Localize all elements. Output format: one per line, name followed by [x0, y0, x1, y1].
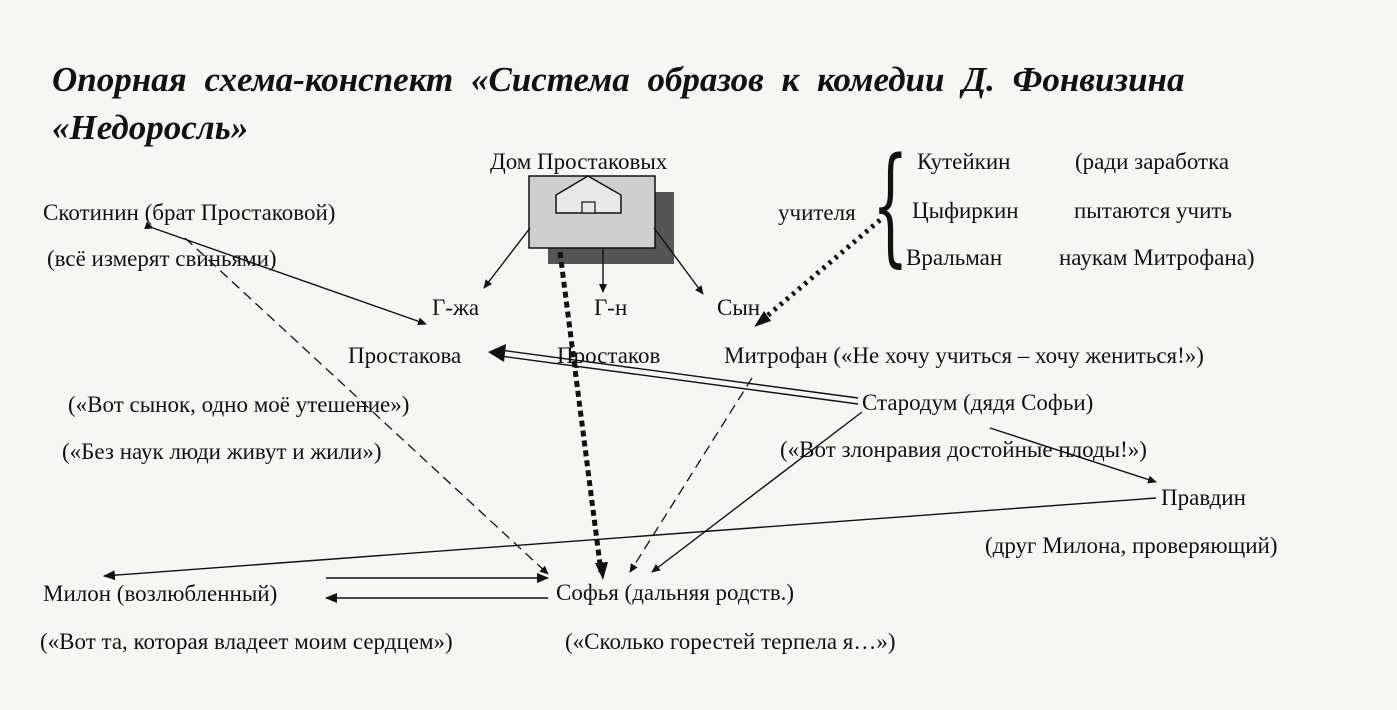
sofya-quote: («Сколько горестей терпела я…»): [565, 629, 896, 654]
teacher-name-3: Вральман: [906, 245, 1003, 270]
pravdin-label: Правдин: [1161, 485, 1246, 510]
title-line-1: Опорная схема-конспект «Система образов …: [52, 60, 1185, 99]
arrow-mitrofan-sofya: [629, 377, 753, 573]
house-label: Дом Простаковых: [490, 149, 668, 174]
arrow-starodum-prostakova: [488, 344, 859, 405]
teacher-note-2: пытаются учить: [1074, 198, 1232, 223]
pravdin-note: (друг Милона, проверяющий): [985, 533, 1278, 558]
house-icon: [528, 175, 674, 264]
brace: {: [872, 131, 909, 280]
arrow-skotinin-prostakova: [144, 221, 427, 326]
milon-label: Милон (возлюбленный): [43, 581, 278, 606]
arrow-starodum-pravdin: [989, 427, 1157, 484]
title-line-2: «Недоросль»: [52, 108, 249, 147]
teacher-note-3: наукам Митрофана): [1059, 245, 1255, 270]
arrow-starodum-sofya: [651, 411, 863, 573]
arrow-skotinin-sofya: [184, 237, 549, 575]
arrow-house-mother: [483, 227, 531, 289]
family-father: Г-н: [594, 295, 628, 320]
family-mother: Г-жа: [432, 295, 480, 320]
skotinin-note: (всё измерят свиньями): [47, 246, 277, 271]
teacher-name-2: Цыфиркин: [912, 198, 1019, 223]
arrow-teachers-son: [758, 218, 882, 324]
starodum-label: Стародум (дядя Софьи): [862, 390, 1094, 415]
sofya-label: Софья (дальняя родств.): [556, 580, 795, 605]
family-son: Сын: [717, 295, 761, 320]
prostakova-quote-1: («Вот сынок, одно моё утешение»): [68, 392, 410, 417]
prostakova-label: Простакова: [348, 343, 462, 368]
milon-quote: («Вот та, которая владеет моим сердцем»): [40, 629, 453, 654]
teacher-note-1: (ради заработка: [1075, 149, 1230, 174]
teachers-label: учителя: [778, 200, 856, 225]
arrow-house-sofya: [557, 251, 604, 573]
skotinin-label: Скотинин (брат Простаковой): [43, 200, 336, 225]
arrow-house-son: [653, 227, 704, 295]
arrow-pravdin-milon: [103, 497, 1157, 581]
starodum-quote: («Вот злонравия достойные плоды!»): [780, 437, 1147, 462]
prostakov-label: Простаков: [557, 343, 661, 368]
prostakova-quote-2: («Без наук люди живут и жили»): [62, 439, 382, 464]
mitrofan-label: Митрофан («Не хочу учиться – хочу женить…: [724, 343, 1204, 368]
teacher-name-1: Кутейкин: [917, 149, 1011, 174]
